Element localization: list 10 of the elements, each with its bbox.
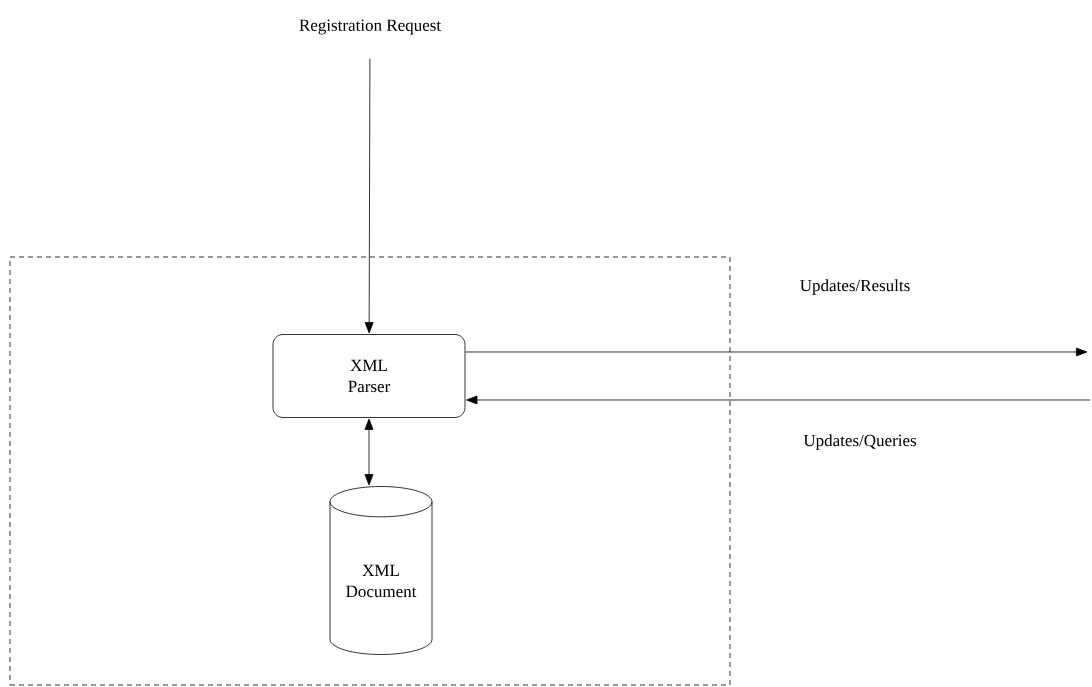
arrow: [364, 58, 374, 334]
arrow: [466, 395, 1091, 405]
edge-label: Updates/Results: [797, 277, 913, 297]
edge-label: Updates/Queries: [801, 432, 919, 452]
parser-box: XML Parser: [272, 334, 466, 418]
dashed-boundary: [9, 256, 731, 686]
arrow: [364, 418, 374, 486]
database-cylinder: XML Document: [329, 486, 433, 655]
arrow: [465, 347, 1088, 357]
request-label: Registration Request: [299, 19, 441, 35]
